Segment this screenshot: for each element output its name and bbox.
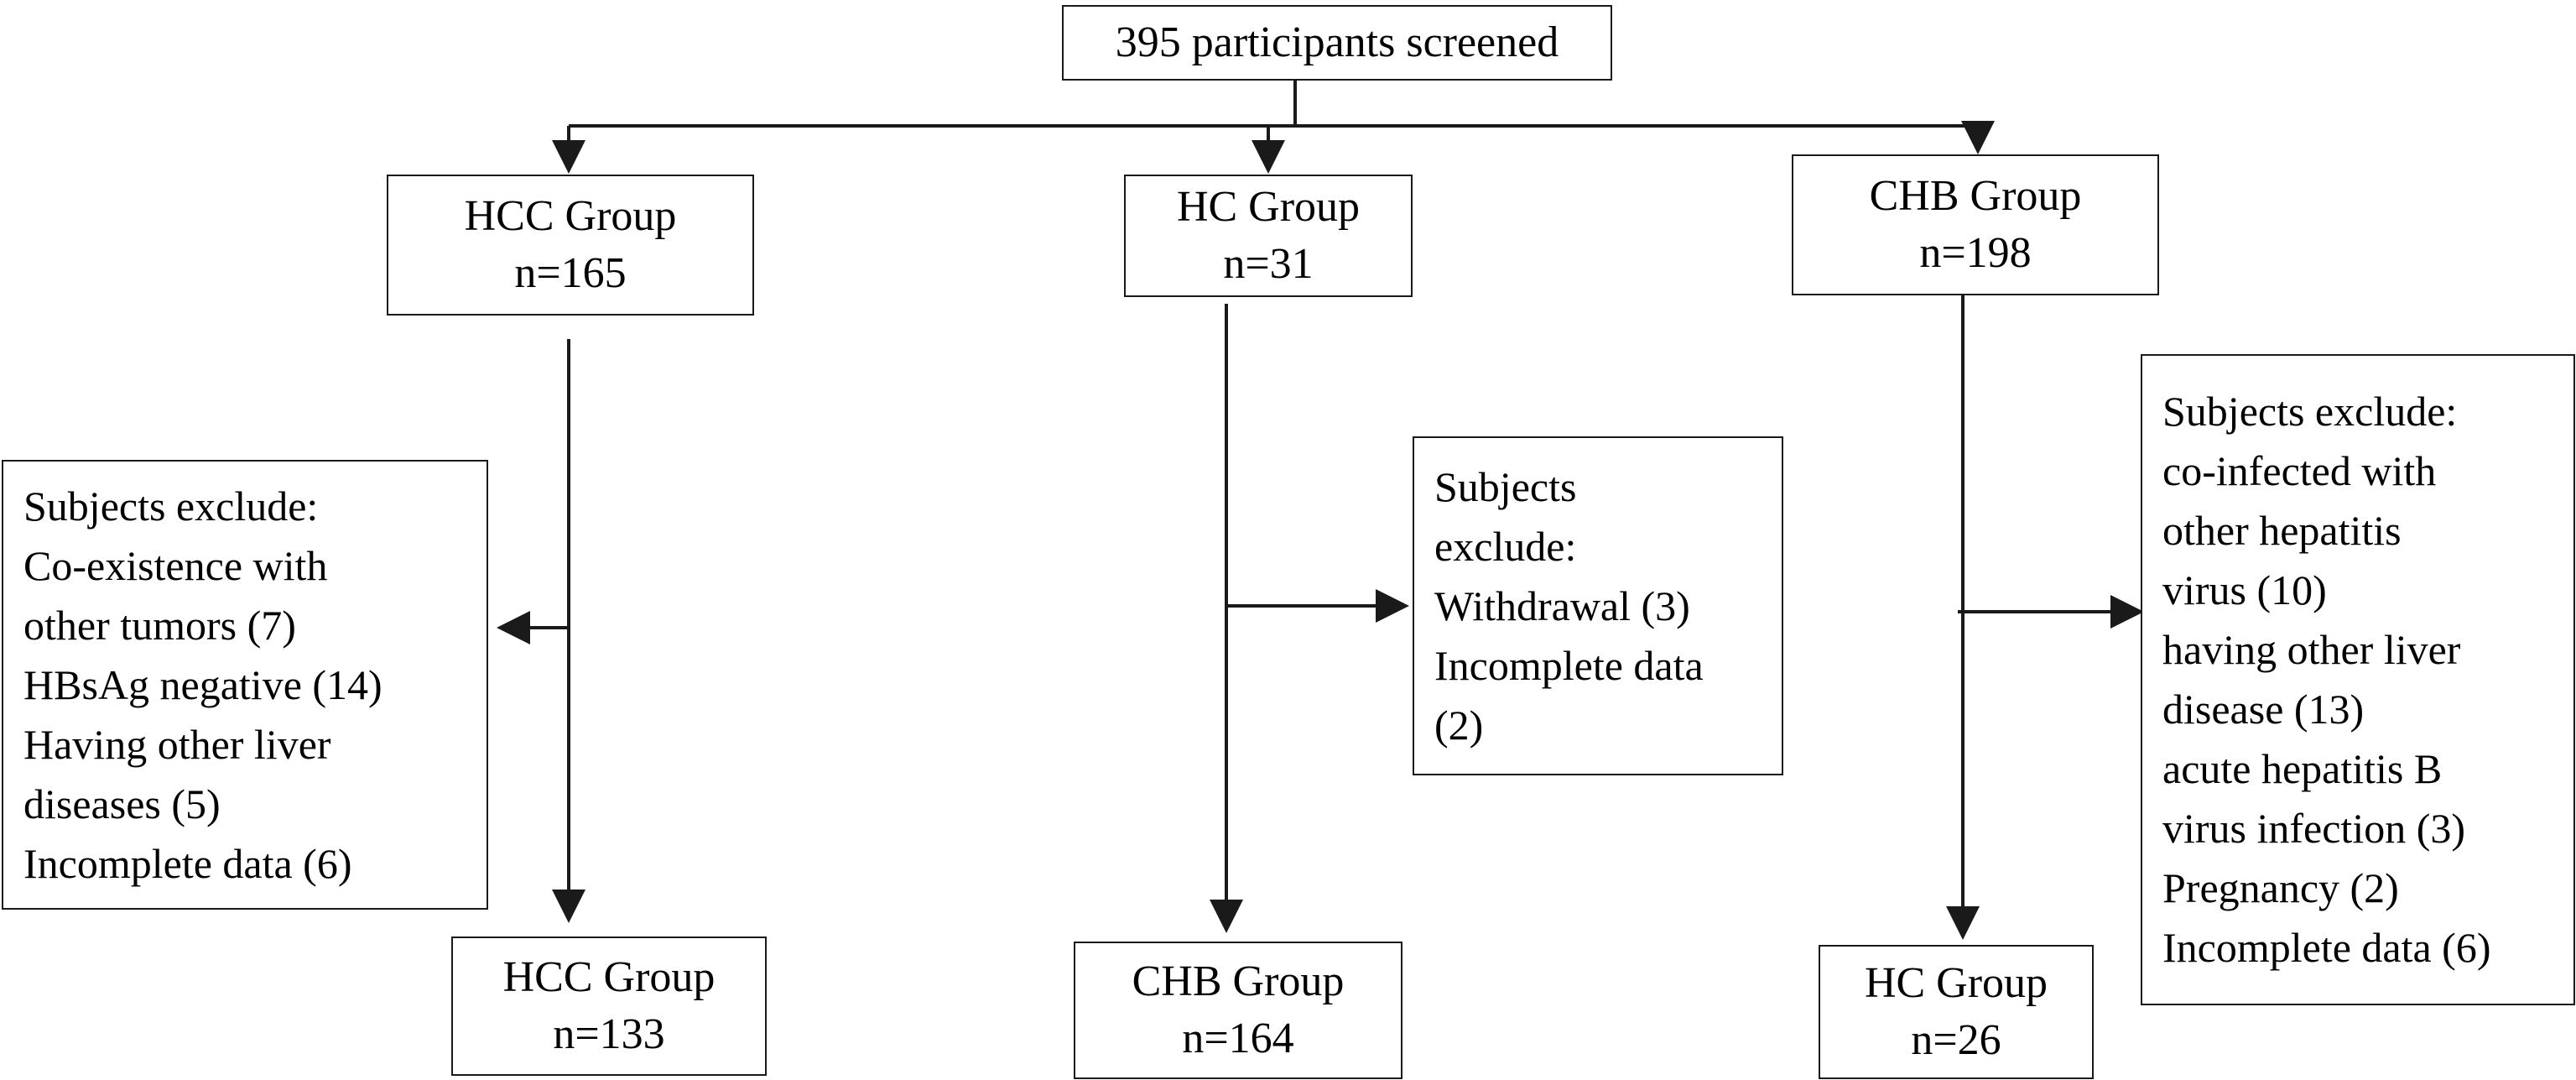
hc-final-title: HC Group [1864, 959, 2048, 1007]
chb-exclusion-line: other hepatitis [2162, 507, 2402, 554]
chb-group-box: CHB Group n=198 [1792, 154, 2159, 295]
hcc-exclusion-line: HBsAg negative (14) [23, 660, 382, 708]
chb-exclusion-line: acute hepatitis B [2162, 745, 2443, 792]
hc-group-count: n=31 [1223, 240, 1314, 288]
hc-group-title: HC Group [1176, 183, 1361, 231]
hc-final-box: HC Group n=26 [1819, 945, 2094, 1079]
chb-exclusion-line: Incomplete data (6) [2162, 924, 2491, 971]
chb-final-count: n=164 [1182, 1015, 1294, 1062]
hc-exclusion-line: Incomplete data [1434, 641, 1704, 689]
hc-exclusion-line: exclude: [1434, 522, 1577, 570]
hc-final-count: n=26 [1911, 1016, 2001, 1064]
chb-exclusion-line: Pregnancy (2) [2162, 864, 2399, 911]
hcc-exclusion-line: other tumors (7) [23, 601, 296, 649]
screened-label: 395 participants screened [1115, 18, 1559, 66]
hcc-final-count: n=133 [553, 1010, 665, 1058]
chb-exclusion-line: co-infected with [2162, 447, 2437, 494]
hc-exclusion-line: Subjects [1434, 462, 1577, 510]
hcc-exclusion-line: Subjects exclude: [23, 482, 319, 530]
hc-exclusion-line: Withdrawal (3) [1434, 582, 1690, 629]
chb-group-title: CHB Group [1869, 172, 2082, 220]
hcc-exclusion-line: Incomplete data (6) [23, 839, 352, 887]
screened-box: 395 participants screened [1062, 5, 1612, 81]
hc-group-box: HC Group n=31 [1124, 175, 1413, 297]
hcc-exclusion-box: Subjects exclude: Co-existence with othe… [2, 460, 488, 910]
chb-exclusion-line: Subjects exclude: [2162, 388, 2458, 435]
hcc-group-title: HCC Group [464, 192, 677, 240]
chb-final-box: CHB Group n=164 [1074, 942, 1402, 1079]
hcc-exclusion-line: diseases (5) [23, 780, 221, 827]
chb-group-count: n=198 [1919, 229, 2032, 277]
chb-exclusion-line: disease (13) [2162, 686, 2365, 733]
chb-exclusion-box: Subjects exclude: co-infected with other… [2141, 354, 2575, 1005]
hc-exclusion-box: Subjects exclude: Withdrawal (3) Incompl… [1413, 436, 1783, 775]
chb-exclusion-line: virus infection (3) [2162, 805, 2466, 852]
chb-final-title: CHB Group [1132, 957, 1345, 1005]
hcc-exclusion-line: Co-existence with [23, 541, 328, 589]
hcc-group-count: n=165 [514, 249, 627, 297]
hcc-exclusion-line: Having other liver [23, 720, 331, 768]
hcc-final-box: HCC Group n=133 [451, 937, 767, 1076]
chb-exclusion-line: having other liver [2162, 626, 2461, 673]
hcc-group-box: HCC Group n=165 [387, 175, 754, 316]
hc-exclusion-line: (2) [1434, 701, 1484, 749]
chb-exclusion-line: virus (10) [2162, 566, 2327, 613]
hcc-final-title: HCC Group [502, 953, 716, 1001]
